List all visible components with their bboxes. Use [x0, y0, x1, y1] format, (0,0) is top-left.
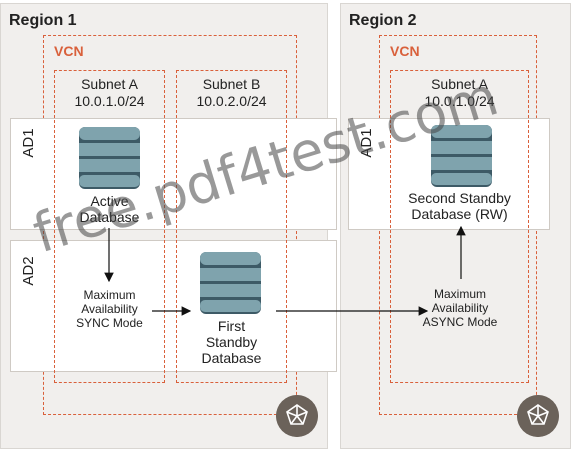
subnet-cidr: 10.0.2.0/24: [196, 93, 267, 109]
db-label-line: Second Standby: [408, 190, 511, 206]
db-label-line: Database: [201, 350, 262, 366]
mode-label-line: Availability: [431, 301, 489, 315]
region-1-subnet-a: [54, 70, 165, 383]
active-database-label: Active Database: [54, 193, 165, 225]
region-1-ad1-band: [10, 118, 337, 230]
database-icon: [200, 252, 261, 314]
db-label-line: Standby: [205, 334, 258, 350]
subnet-name: Subnet B: [202, 76, 261, 92]
region-1-subnet-b-label: Subnet B 10.0.2.0/24: [176, 76, 287, 110]
mode-label-line: Maximum: [83, 288, 136, 302]
second-standby-database-label: Second Standby Database (RW): [390, 190, 529, 222]
region-2-title: Region 2: [349, 12, 417, 29]
network-gateway-icon: [517, 395, 559, 437]
sync-mode-label: Maximum Availability SYNC Mode: [54, 288, 165, 330]
mode-label-line: ASYNC Mode: [422, 315, 498, 329]
region-1-ad2-band: [10, 240, 337, 372]
mode-label-line: Maximum: [433, 287, 486, 301]
subnet-cidr: 10.0.1.0/24: [74, 93, 145, 109]
network-gateway-icon: [276, 395, 318, 437]
db-label-line: Database: [79, 209, 140, 225]
mode-label-line: SYNC Mode: [76, 316, 143, 330]
region-2-subnet-a: [390, 70, 529, 383]
async-mode-label: Maximum Availability ASYNC Mode: [400, 287, 520, 329]
subnet-name: Subnet A: [431, 76, 488, 92]
region-1-subnet-b: [176, 70, 287, 383]
region-2-subnet-a-label: Subnet A 10.0.1.0/24: [390, 76, 529, 110]
region-1-title: Region 1: [9, 12, 77, 29]
database-icon: [79, 127, 140, 189]
database-icon: [431, 125, 492, 187]
db-label-line: Database (RW): [411, 206, 508, 222]
subnet-cidr: 10.0.1.0/24: [424, 93, 495, 109]
db-label-line: First: [217, 318, 246, 334]
region-2-vcn-label: VCN: [390, 43, 420, 59]
db-label-line: Active: [90, 193, 129, 209]
subnet-name: Subnet A: [81, 76, 138, 92]
first-standby-database-label: First Standby Database: [176, 318, 287, 366]
region-1-subnet-a-label: Subnet A 10.0.1.0/24: [54, 76, 165, 110]
mode-label-line: Availability: [81, 302, 138, 316]
region-1-vcn-label: VCN: [54, 43, 84, 59]
